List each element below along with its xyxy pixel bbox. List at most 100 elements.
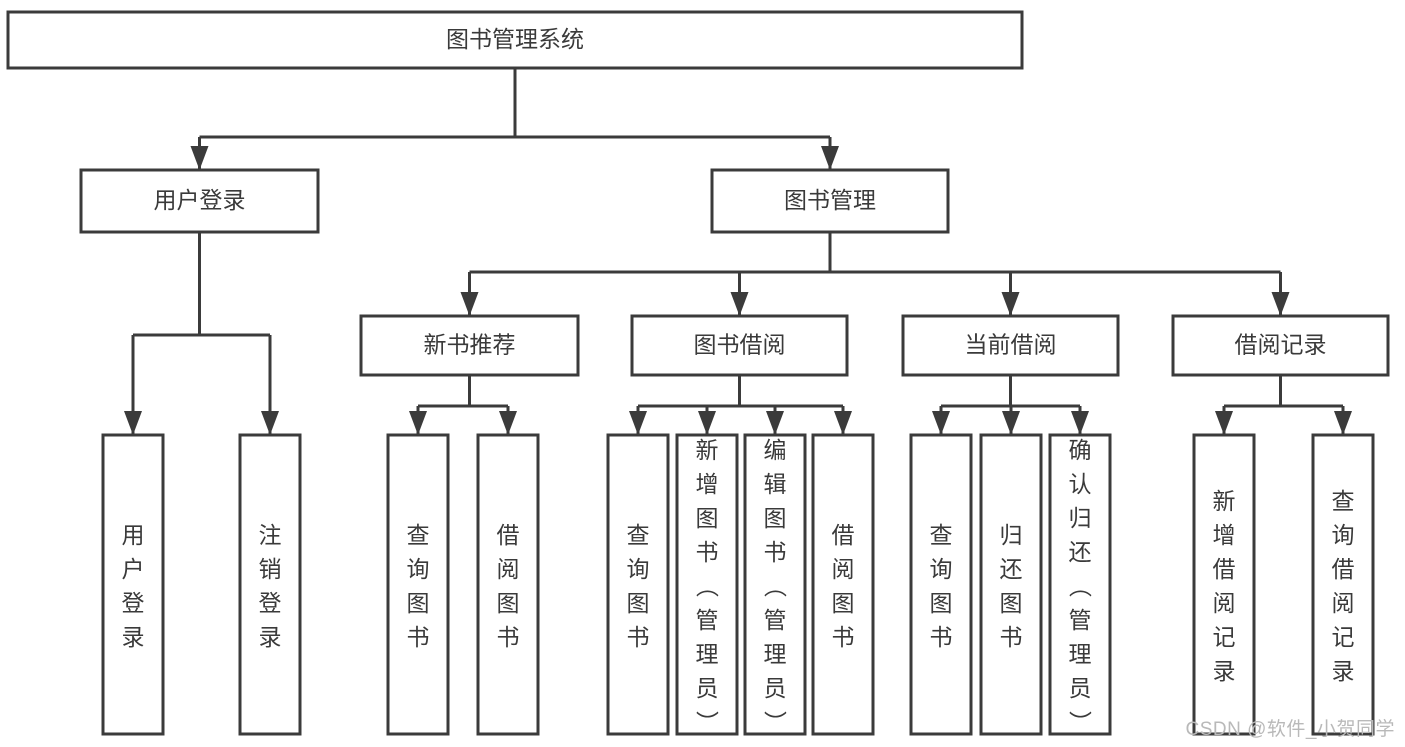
svg-text:图: 图 bbox=[627, 590, 650, 616]
svg-text:阅: 阅 bbox=[497, 556, 520, 582]
node-label-user-login: 用户登录 bbox=[154, 187, 246, 213]
svg-text:书: 书 bbox=[764, 539, 787, 565]
svg-text:阅: 阅 bbox=[1213, 590, 1236, 616]
svg-text:记: 记 bbox=[1213, 624, 1236, 650]
node-label-root: 图书管理系统 bbox=[446, 26, 584, 52]
svg-text:登: 登 bbox=[122, 590, 145, 616]
node-box-new-book-rec[interactable] bbox=[359, 314, 580, 377]
svg-text:（: （ bbox=[1067, 575, 1093, 598]
leaf-box-leaf-borrow-book-b[interactable] bbox=[811, 433, 875, 736]
svg-text:借: 借 bbox=[1332, 556, 1355, 582]
node-box-current-borrow[interactable] bbox=[901, 314, 1120, 377]
current-borrow-to-leaves-arrow-0 bbox=[932, 411, 950, 435]
new-book-rec-to-leaves-arrow-0 bbox=[409, 411, 427, 435]
svg-text:询: 询 bbox=[930, 556, 953, 582]
svg-text:书: 书 bbox=[930, 624, 953, 650]
node-label-new-book-rec: 新书推荐 bbox=[424, 332, 516, 358]
leaf-box-leaf-user-login[interactable] bbox=[101, 433, 165, 736]
svg-text:认: 认 bbox=[1069, 471, 1092, 497]
svg-text:记: 记 bbox=[1332, 624, 1355, 650]
svg-text:登: 登 bbox=[259, 590, 282, 616]
svg-text:书: 书 bbox=[407, 624, 430, 650]
svg-text:图: 图 bbox=[832, 590, 855, 616]
svg-text:理: 理 bbox=[696, 641, 719, 667]
svg-text:归: 归 bbox=[1069, 505, 1092, 531]
svg-text:员: 员 bbox=[696, 675, 719, 701]
svg-text:新: 新 bbox=[1213, 488, 1236, 514]
node-box-user-login[interactable] bbox=[79, 168, 320, 234]
connector-layer bbox=[124, 68, 1352, 435]
bookmanage-to-level3-arrow-2 bbox=[1001, 292, 1020, 316]
svg-text:新: 新 bbox=[696, 437, 719, 463]
leaf-box-leaf-query-book-c[interactable] bbox=[909, 433, 973, 736]
node-box-root[interactable] bbox=[6, 10, 1024, 70]
node-box-borrow-record[interactable] bbox=[1171, 314, 1390, 377]
svg-text:录: 录 bbox=[1213, 658, 1236, 684]
leaf-box-leaf-return-book[interactable] bbox=[979, 433, 1043, 736]
leaf-box-leaf-add-book[interactable] bbox=[675, 433, 739, 736]
svg-text:确: 确 bbox=[1069, 437, 1092, 463]
svg-text:用: 用 bbox=[122, 522, 145, 548]
leaf-label-leaf-user-login: 用户登录 bbox=[122, 522, 145, 650]
leaf-box-leaf-query-book-b[interactable] bbox=[606, 433, 670, 736]
svg-text:录: 录 bbox=[122, 624, 145, 650]
root-to-level2-arrow-1 bbox=[821, 146, 839, 170]
svg-text:书: 书 bbox=[627, 624, 650, 650]
svg-text:）: ） bbox=[694, 711, 720, 734]
leaf-box-leaf-edit-book[interactable] bbox=[743, 433, 807, 736]
leaf-box-leaf-confirm-return[interactable] bbox=[1048, 433, 1112, 736]
current-borrow-to-leaves-arrow-1 bbox=[1002, 411, 1020, 435]
svg-text:查: 查 bbox=[1332, 488, 1355, 514]
bookmanage-to-level3-arrow-1 bbox=[730, 292, 749, 316]
book-borrow-to-leaves-arrow-2 bbox=[766, 411, 784, 435]
svg-text:员: 员 bbox=[764, 675, 787, 701]
svg-text:录: 录 bbox=[259, 624, 282, 650]
svg-text:图: 图 bbox=[930, 590, 953, 616]
svg-text:增: 增 bbox=[696, 471, 719, 497]
bookmanage-to-level3-arrow-0 bbox=[460, 292, 479, 316]
csdn-watermark: CSDN @软件_小贺同学 bbox=[1185, 719, 1395, 740]
bookmanage-to-level3-arrow-3 bbox=[1271, 292, 1290, 316]
svg-text:归: 归 bbox=[1000, 522, 1023, 548]
svg-text:书: 书 bbox=[832, 624, 855, 650]
book-borrow-to-leaves-arrow-1 bbox=[698, 411, 716, 435]
node-label-current-borrow: 当前借阅 bbox=[965, 332, 1057, 358]
current-borrow-to-leaves-arrow-2 bbox=[1071, 411, 1089, 435]
book-borrow-to-leaves-arrow-0 bbox=[629, 411, 647, 435]
leaf-box-leaf-borrow-book-rec[interactable] bbox=[476, 433, 540, 736]
node-box-book-manage[interactable] bbox=[710, 168, 950, 234]
svg-text:销: 销 bbox=[259, 556, 282, 582]
svg-text:图: 图 bbox=[407, 590, 430, 616]
svg-text:增: 增 bbox=[1213, 522, 1236, 548]
leaf-box-leaf-query-record[interactable] bbox=[1311, 433, 1375, 736]
svg-text:书: 书 bbox=[497, 624, 520, 650]
svg-text:管: 管 bbox=[696, 607, 719, 633]
leaf-box-leaf-query-book-rec[interactable] bbox=[386, 433, 450, 736]
svg-text:阅: 阅 bbox=[1332, 590, 1355, 616]
leaf-box-leaf-user-logout[interactable] bbox=[238, 433, 302, 736]
svg-text:管: 管 bbox=[764, 607, 787, 633]
svg-text:图: 图 bbox=[497, 590, 520, 616]
svg-text:询: 询 bbox=[1332, 522, 1355, 548]
svg-text:阅: 阅 bbox=[832, 556, 855, 582]
svg-text:借: 借 bbox=[497, 522, 520, 548]
svg-text:询: 询 bbox=[407, 556, 430, 582]
new-book-rec-to-leaves-arrow-1 bbox=[499, 411, 517, 435]
svg-text:查: 查 bbox=[930, 522, 953, 548]
svg-text:员: 员 bbox=[1069, 675, 1092, 701]
svg-text:还: 还 bbox=[1000, 556, 1023, 582]
node-layer: 图书管理系统用户登录图书管理新书推荐图书借阅当前借阅借阅记录用户登录注销登录查询… bbox=[6, 10, 1390, 736]
svg-text:图: 图 bbox=[696, 505, 719, 531]
leaf-box-leaf-add-record[interactable] bbox=[1192, 433, 1256, 736]
svg-text:查: 查 bbox=[407, 522, 430, 548]
svg-text:辑: 辑 bbox=[764, 471, 787, 497]
node-box-book-borrow[interactable] bbox=[630, 314, 849, 377]
svg-text:（: （ bbox=[694, 575, 720, 598]
